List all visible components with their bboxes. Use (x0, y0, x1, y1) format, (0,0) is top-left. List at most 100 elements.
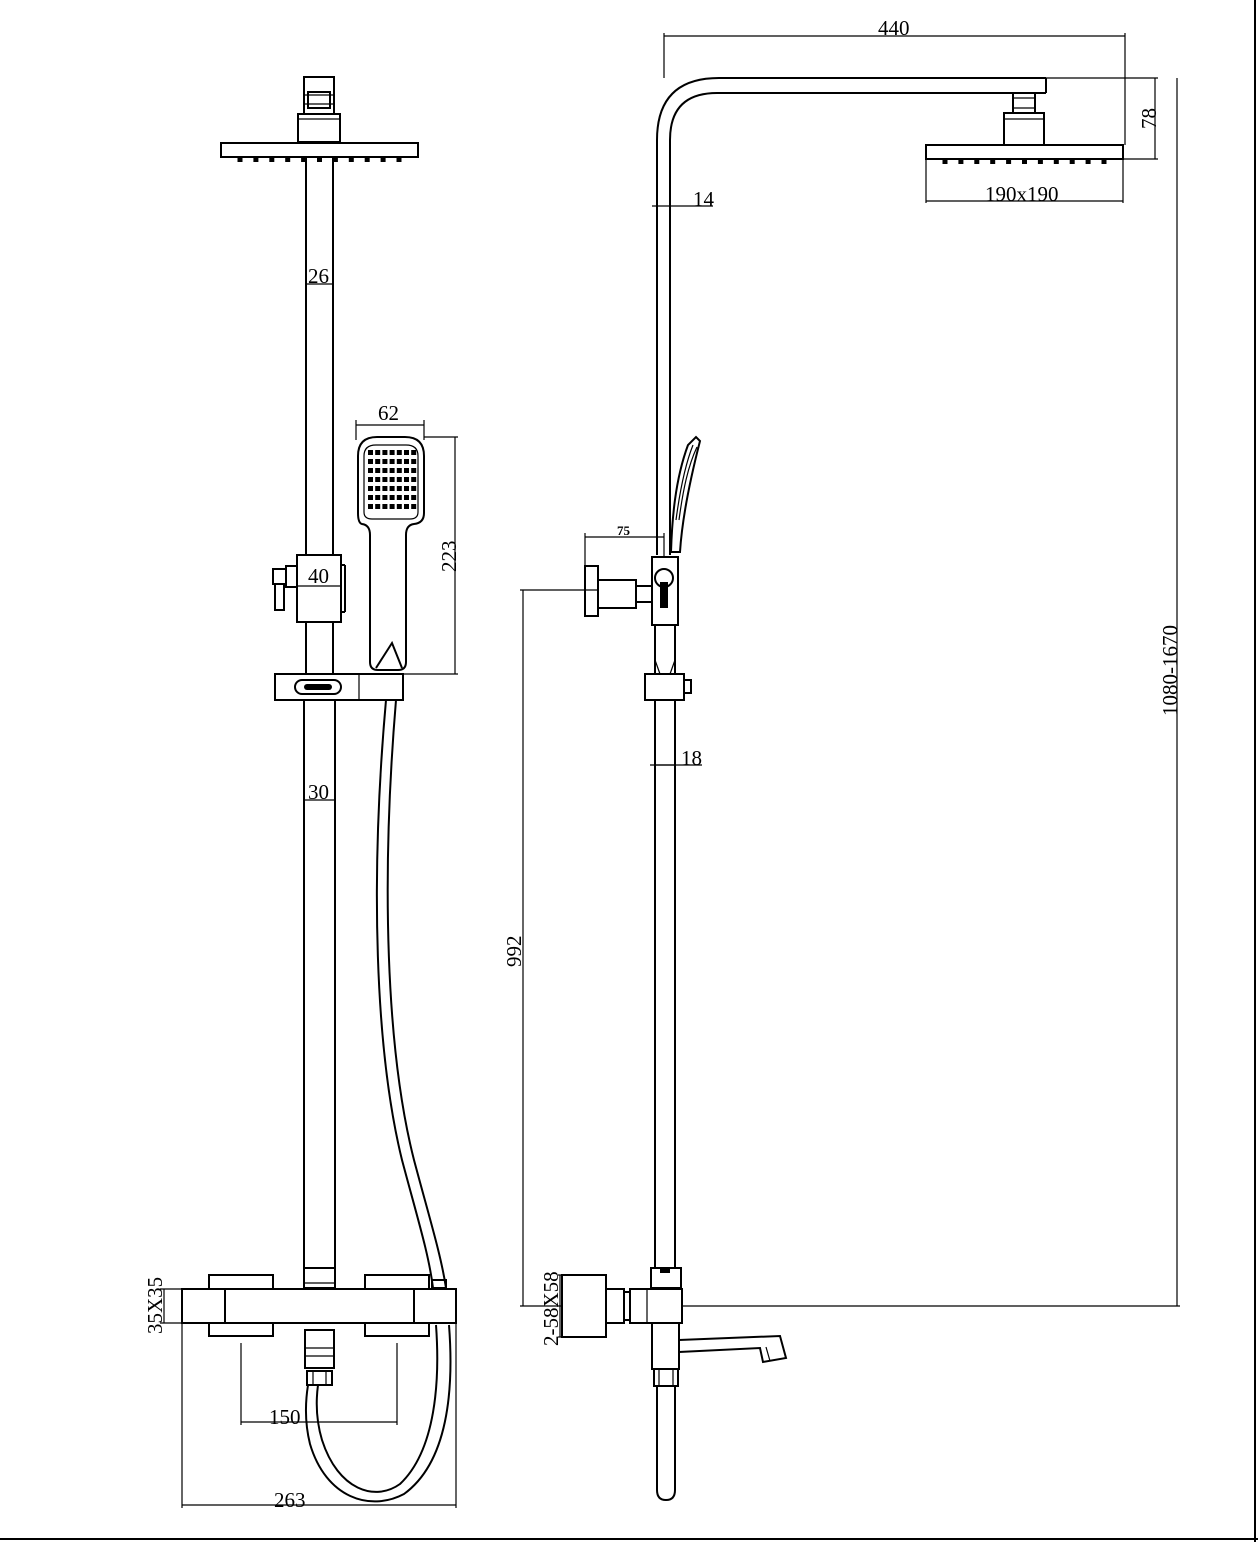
spray-hole (396, 486, 402, 491)
nozzle (332, 157, 338, 162)
nozzle (396, 157, 402, 162)
nozzle (348, 157, 354, 162)
spray-hole (389, 486, 395, 491)
spray-hole (411, 468, 417, 473)
dim-handshower-length: 223 (437, 541, 461, 573)
dim-head-size: 190x190 (985, 182, 1059, 206)
nozzle (942, 159, 948, 164)
side-hand-shower (669, 435, 702, 553)
spray-hole (368, 450, 373, 455)
spray-hole (368, 495, 373, 500)
spray-hole (396, 477, 402, 482)
spray-hole (375, 504, 381, 509)
front-rain-head (220, 142, 419, 162)
front-diverter (272, 554, 346, 623)
front-upper-pipe (305, 157, 334, 555)
side-diverter (584, 556, 679, 626)
spray-hole (375, 477, 381, 482)
dim-pipe-lower-diameter: 18 (681, 746, 702, 770)
side-view: 440 78 190x190 14 75 18 1080-1670 992 2-… (502, 16, 1182, 1502)
dim-diverter-width: 40 (308, 564, 329, 588)
nozzle (253, 157, 259, 162)
nozzle (285, 157, 291, 162)
nozzle (380, 157, 386, 162)
front-slider (274, 673, 404, 701)
spray-hole (375, 450, 381, 455)
dim-pipe-front-top: 26 (308, 264, 329, 288)
spray-hole (389, 459, 395, 464)
side-rain-head (925, 144, 1124, 164)
spray-hole (411, 477, 417, 482)
dim-pipe-upper-diameter: 14 (693, 187, 715, 211)
spray-hole (411, 450, 417, 455)
spray-hole (389, 468, 395, 473)
spray-hole (411, 495, 417, 500)
front-view: 26 62 223 40 30 35X35 150 263 (143, 76, 461, 1512)
spray-hole (382, 477, 388, 482)
nozzle (1006, 159, 1012, 164)
side-dimension-lines (520, 33, 1180, 1338)
front-mixer-body (181, 1274, 457, 1337)
spray-hole (396, 495, 402, 500)
side-head-connector (1003, 92, 1045, 146)
dim-height-range: 1080-1670 (1158, 625, 1182, 716)
front-dimension-lines (160, 420, 458, 1508)
spray-hole (404, 486, 409, 491)
nozzle (958, 159, 964, 164)
spray-hole (404, 495, 409, 500)
dim-handshower-width: 62 (378, 401, 399, 425)
spray-hole (396, 468, 402, 473)
spray-hole (396, 450, 402, 455)
dim-mixer-width: 263 (274, 1488, 306, 1512)
spray-hole (404, 504, 409, 509)
spray-hole (382, 504, 388, 509)
spray-hole (368, 504, 373, 509)
spray-hole (375, 459, 381, 464)
front-hand-shower (357, 436, 425, 671)
spray-hole (411, 459, 417, 464)
dim-mixer-to-bracket: 992 (502, 936, 526, 968)
nozzle (1085, 159, 1091, 164)
nozzle (301, 157, 307, 162)
spray-hole (411, 504, 417, 509)
spray-hole (382, 495, 388, 500)
spray-hole (375, 486, 381, 491)
spray-hole (404, 450, 409, 455)
spray-hole (375, 468, 381, 473)
front-head-connector (297, 76, 341, 143)
spray-hole (396, 459, 402, 464)
dim-wall-flange: 2-58X58 (539, 1271, 563, 1346)
side-lower-pipe (650, 700, 682, 1289)
dim-wall-bracket-depth: 75 (617, 523, 631, 538)
nozzle (1053, 159, 1059, 164)
spray-hole (389, 477, 395, 482)
front-mid-pipe (305, 622, 334, 674)
nozzle (1022, 159, 1027, 164)
spray-hole (404, 468, 409, 473)
side-slider (644, 673, 692, 701)
spray-hole (382, 468, 388, 473)
nozzle (364, 157, 370, 162)
spray-hole (396, 504, 402, 509)
nozzle (317, 157, 322, 162)
spray-hole (411, 486, 417, 491)
spray-hole (404, 477, 409, 482)
nozzle (269, 157, 275, 162)
spray-hole (368, 459, 373, 464)
spray-hole (404, 459, 409, 464)
spray-hole (382, 459, 388, 464)
dim-mixer-section: 35X35 (143, 1277, 167, 1334)
front-hose (304, 699, 452, 1503)
spray-hole (389, 495, 395, 500)
nozzle (1037, 159, 1043, 164)
spray-hole (368, 468, 373, 473)
side-arm-riser (656, 77, 1047, 555)
spray-hole (368, 477, 373, 482)
dim-inlet-centres: 150 (269, 1405, 301, 1429)
nozzle (1101, 159, 1107, 164)
nozzle (974, 159, 980, 164)
spray-hole (382, 486, 388, 491)
nozzle (237, 157, 243, 162)
